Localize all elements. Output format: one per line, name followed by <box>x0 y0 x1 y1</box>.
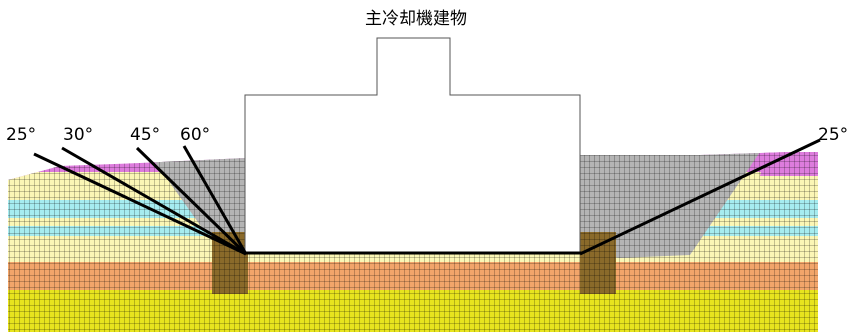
building-outline <box>244 37 581 253</box>
angle-line-45-left <box>135 146 248 256</box>
building-title: 主冷却機建物 <box>365 9 467 29</box>
angle-line-60-left <box>182 145 248 255</box>
angle-label-60-left: 60° <box>180 125 210 145</box>
angle-label-30-left: 30° <box>63 125 93 145</box>
angle-line-25-right <box>579 138 821 256</box>
angle-label-45-left: 45° <box>130 125 160 145</box>
angle-line-30-left <box>61 146 247 256</box>
angle-line-25-left <box>33 152 247 256</box>
angle-label-25-left: 25° <box>6 125 36 145</box>
angle-label-25-right: 25° <box>818 125 848 145</box>
